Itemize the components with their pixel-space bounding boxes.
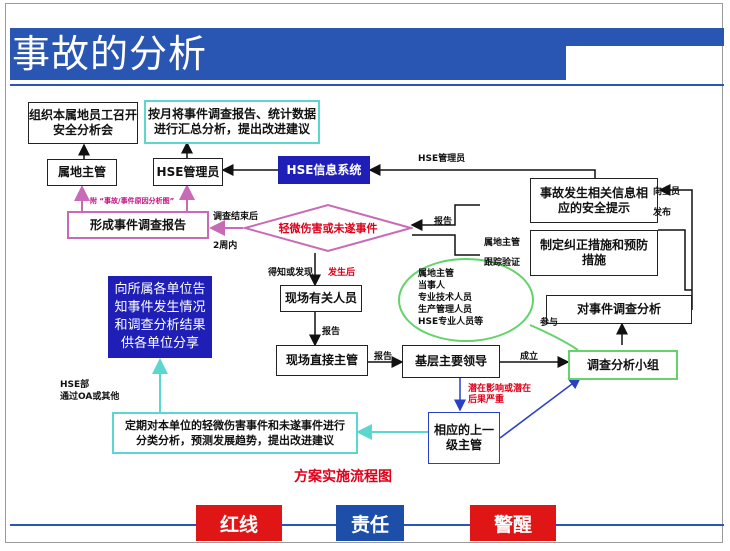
arrow-prevention bbox=[410, 204, 480, 231]
title-accent-bar bbox=[566, 28, 724, 46]
box-investigation-team: 调查分析小组 bbox=[568, 350, 678, 380]
label-via-oa: 通过OA或其他 bbox=[60, 392, 120, 402]
members-ellipse bbox=[398, 258, 534, 342]
box-safety-info: 事故发生相关信息相应的安全提示 bbox=[530, 178, 658, 223]
box-onsite-personnel: 现场有关人员 bbox=[280, 285, 362, 312]
arrow-upper-to-team bbox=[499, 377, 582, 439]
box-base-leader: 基层主要领导 bbox=[402, 345, 500, 378]
box-monthly-summary: 按月将事件调查报告、统计数据进行汇总分析，提出改进建议 bbox=[144, 100, 320, 144]
label-report-1: 报告 bbox=[322, 327, 341, 337]
box-corrective-measures: 制定纠正措施和预防措施 bbox=[530, 230, 658, 276]
box-upper-supervisor: 相应的上一级主管 bbox=[428, 412, 500, 464]
arrow-verify bbox=[412, 234, 480, 256]
line-corrective-to-analysis bbox=[658, 229, 692, 291]
box-incident-diamond: 轻微伤害或未遂事件 bbox=[243, 203, 413, 253]
label-report-phase: 报告 bbox=[434, 217, 453, 227]
title-divider bbox=[10, 84, 724, 86]
box-notify-units: 向所属各单位告知事件发生情况和调查分析结果供各单位分享 bbox=[108, 276, 212, 358]
diagram-caption: 方案实施流程图 bbox=[294, 469, 392, 485]
team-members-list: 属地主管 当事人 专业技术人员 生产管理人员 HSE专业人员等 bbox=[418, 269, 484, 327]
label-severe: 潜在影响或潜在后果严重 bbox=[468, 384, 532, 405]
page-border bbox=[5, 3, 723, 543]
label-to-all: 向全员 bbox=[653, 187, 681, 197]
box-investigation-report: 形成事件调查报告 bbox=[67, 211, 209, 239]
arrow-analysis-to-info bbox=[658, 184, 693, 310]
box-local-supervisor: 属地主管 bbox=[47, 159, 117, 186]
title-bar bbox=[10, 28, 566, 80]
incident-label: 轻微伤害或未遂事件 bbox=[279, 221, 378, 235]
label-attach-diagram: 附 “事故/事件原因分析图” bbox=[90, 197, 175, 205]
box-hse-info-system: HSE信息系统 bbox=[278, 156, 370, 184]
label-within-2-weeks: 2周内 bbox=[213, 241, 238, 251]
footer-redline: 红线 bbox=[196, 505, 282, 541]
box-periodic-analysis: 定期对本单位的轻微伤害事件和未遂事件进行分类分析，预测发展趋势，提出改进建议 bbox=[112, 412, 358, 454]
box-onsite-supervisor: 现场直接主管 bbox=[276, 345, 368, 376]
box-event-analysis: 对事件调查分析 bbox=[546, 295, 692, 324]
label-observed: 得知或发现 bbox=[268, 268, 314, 278]
label-report-2: 报告 bbox=[374, 352, 393, 362]
label-participate: 参与 bbox=[540, 318, 559, 328]
page-title: 事故的分析 bbox=[12, 32, 208, 76]
arrow-to-hse-system bbox=[368, 164, 596, 178]
label-establish: 成立 bbox=[520, 352, 539, 362]
box-hse-manager: HSE管理员 bbox=[153, 158, 223, 186]
label-local-supervisor: 属地主管 bbox=[484, 238, 521, 248]
label-track-verify: 跟踪验证 bbox=[484, 258, 521, 268]
label-hse-dept: HSE部 bbox=[60, 380, 90, 390]
label-after-investigation: 调查结束后 bbox=[213, 212, 259, 222]
footer-responsibility: 责任 bbox=[336, 505, 404, 541]
label-publish: 发布 bbox=[653, 208, 672, 218]
label-hse-manager: HSE管理员 bbox=[418, 154, 466, 164]
label-occurred: 发生后 bbox=[328, 268, 356, 278]
arrow-members-to-team bbox=[529, 324, 579, 351]
footer-alert: 警醒 bbox=[470, 505, 556, 541]
box-safety-meeting: 组织本属地员工召开安全分析会 bbox=[28, 102, 138, 144]
